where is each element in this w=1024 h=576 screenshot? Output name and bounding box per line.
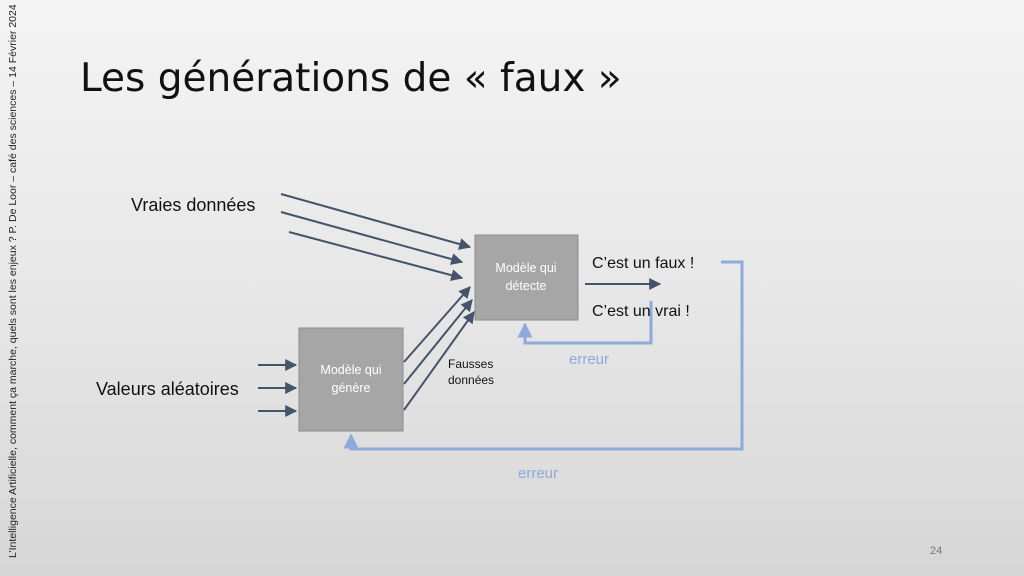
detector-error-label: erreur	[569, 351, 609, 368]
generator-box	[298, 327, 404, 432]
output-fake-label: C’est un faux !	[592, 255, 694, 272]
detector-box	[474, 234, 579, 321]
random-values-label: Valeurs aléatoires	[96, 379, 239, 399]
generator-label-line2: génère	[332, 381, 371, 395]
page-number: 24	[930, 545, 943, 557]
fake-data-label-line2: données	[448, 373, 494, 387]
detector-label-line1: Modèle qui	[495, 261, 556, 275]
real-data-label: Vraies données	[131, 195, 255, 215]
fake-data-label-line1: Fausses	[448, 357, 493, 371]
detector-error-loop	[517, 301, 653, 345]
generator-error-label: erreur	[518, 465, 558, 482]
real-data-arrows	[280, 193, 472, 282]
generator-label-line1: Modèle qui	[320, 363, 381, 377]
slide-title: Les générations de « faux »	[80, 56, 622, 101]
generator-error-loop	[343, 260, 744, 451]
random-input-arrows	[258, 359, 298, 417]
detector-label-line2: détecte	[505, 279, 546, 293]
output-real-label: C’est un vrai !	[592, 303, 690, 320]
fake-data-arrows	[403, 286, 475, 411]
